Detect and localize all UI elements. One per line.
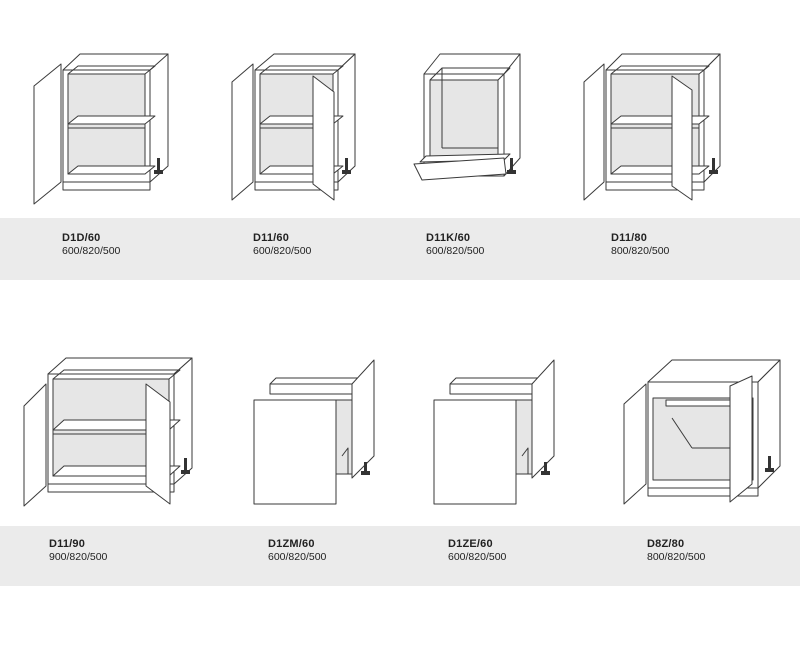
cabinet-code: D11/60 [253,232,290,244]
cabinet-d1d-60-label: D1D/60 600/820/500 [62,232,120,258]
cabinet-d8z-80-drawing[interactable] [620,356,790,506]
cabinet-d11-80-label: D11/80 800/820/500 [611,232,669,258]
cabinet-d11k-60-drawing[interactable] [412,50,552,190]
cabinet-d11-80-drawing[interactable] [583,50,744,201]
cabinet-code: D11/90 [49,538,86,550]
row-2-label-band [0,526,800,586]
cabinet-dims: 800/820/500 [647,551,706,563]
cabinet-dims: 600/820/500 [62,245,121,257]
cabinet-d11k-60-label: D11K/60 600/820/500 [426,232,484,258]
cabinet-code: D1ZE/60 [448,538,493,550]
cabinet-d1zm-60-drawing[interactable] [248,356,388,506]
cabinet-code: D11K/60 [426,232,471,244]
cabinet-dims: 600/820/500 [268,551,327,563]
cabinet-code: D11/80 [611,232,648,244]
cabinet-dims: 600/820/500 [426,245,485,257]
cabinet-dims: 900/820/500 [49,551,108,563]
cabinet-d11-90-label: D11/90 900/820/500 [49,538,107,564]
cabinet-code: D1D/60 [62,232,101,244]
cabinet-d8z-80-label: D8Z/80 800/820/500 [647,538,705,564]
cabinet-d1zm-60-label: D1ZM/60 600/820/500 [268,538,326,564]
row-1-label-band [0,218,800,280]
cabinet-code: D8Z/80 [647,538,685,550]
cabinet-code: D1ZM/60 [268,538,315,550]
cabinet-d11-60-drawing[interactable] [230,50,375,201]
cabinet-d1d-60-drawing[interactable] [28,50,173,205]
cabinet-d1ze-60-label: D1ZE/60 600/820/500 [448,538,506,564]
cabinet-d1ze-60-drawing[interactable] [428,356,568,506]
cabinet-dims: 600/820/500 [448,551,507,563]
cabinet-d11-60-label: D11/60 600/820/500 [253,232,311,258]
cabinet-d11-90-drawing[interactable] [22,354,202,507]
cabinet-dims: 600/820/500 [253,245,312,257]
cabinet-dims: 800/820/500 [611,245,670,257]
